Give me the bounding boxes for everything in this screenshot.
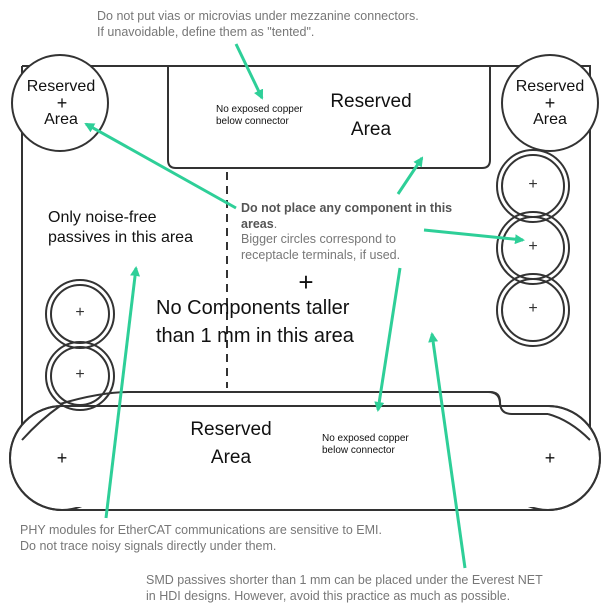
smd-note: SMD passives shorter than 1 mm can be pl… xyxy=(146,573,543,603)
arrow-phy-note xyxy=(104,266,141,519)
bottom-strip-outline xyxy=(62,405,548,511)
arrow-to-bottom-reserved xyxy=(374,267,402,412)
right-receptacle-marker-3: + xyxy=(528,300,538,317)
top-right-center-marker: + xyxy=(544,93,556,113)
top-left-reserved-label: Reserved xyxy=(26,78,96,95)
bottom-reserved-area-label: Reserved Area xyxy=(190,419,272,468)
arrow-smd-note xyxy=(428,332,467,569)
arrow-to-top-reserved xyxy=(396,156,424,195)
left-receptacle-marker-1: + xyxy=(75,304,85,321)
right-receptacle-column xyxy=(496,149,570,347)
arrow-to-top-left-reserved xyxy=(84,122,237,210)
top-right-reserved-circle xyxy=(501,54,599,152)
top-left-center-marker: + xyxy=(56,93,68,113)
board-center-marker: + xyxy=(298,267,314,297)
top-right-area-label: Area xyxy=(533,111,567,128)
arrow-top-note xyxy=(234,43,264,100)
top-reserved-area-outline xyxy=(167,66,491,169)
bottom-no-exposed-copper: No exposed copper below connector xyxy=(322,433,409,456)
center-note-bold: Do not place any component in this areas xyxy=(241,201,453,231)
center-note-rest: Bigger circles correspond to receptacle … xyxy=(241,232,401,262)
center-note-dot: . xyxy=(273,216,278,231)
top-left-area-label: Area xyxy=(44,111,78,128)
right-receptacle-marker-1: + xyxy=(528,176,538,193)
top-right-reserved-label: Reserved xyxy=(515,78,585,95)
noise-free-label: Only noise-free passives in this area xyxy=(48,209,193,246)
arrow-to-right-receptacle xyxy=(423,228,525,245)
top-reserved-area-label: Reserved Area xyxy=(330,91,412,140)
left-receptacle-marker-2: + xyxy=(75,366,85,383)
annotation-arrows xyxy=(84,43,525,569)
phy-note: PHY modules for EtherCAT communications … xyxy=(20,523,382,553)
no-components-label: No Components taller than 1 mm in this a… xyxy=(156,297,354,347)
top-no-exposed-copper: No exposed copper below connector xyxy=(216,104,303,127)
top-note: Do not put vias or microvias under mezza… xyxy=(97,9,419,39)
top-left-reserved-circle xyxy=(11,54,109,152)
center-note: Do not place any component in this areas… xyxy=(241,201,481,263)
bottom-left-center-marker: + xyxy=(56,448,68,468)
bottom-right-center-marker: + xyxy=(544,448,556,468)
left-receptacle-column xyxy=(45,279,115,411)
right-receptacle-marker-2: + xyxy=(528,238,538,255)
